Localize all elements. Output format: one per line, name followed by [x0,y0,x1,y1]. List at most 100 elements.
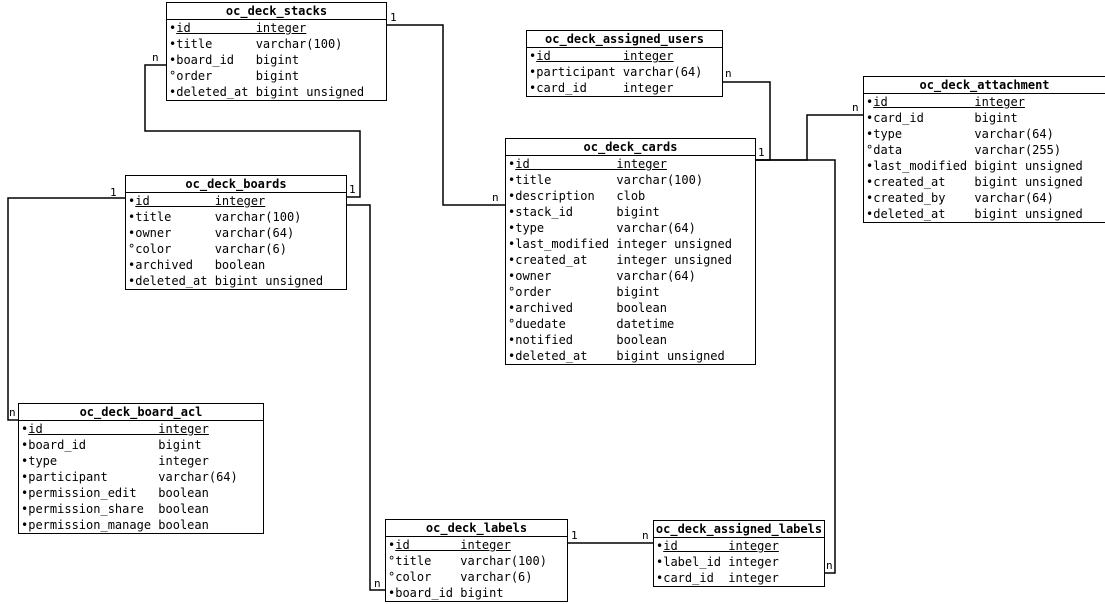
field-row-deleted_at: •deleted_at bigint unsigned [864,206,1105,222]
field-row-permission_edit: •permission_edit boolean [19,485,263,501]
primary-key-field-text: id integer [176,21,307,35]
field-row-archived: •archived boolean [506,300,755,316]
cardinality-label: n [152,51,159,64]
cardinality-label: 1 [571,529,578,542]
field-row-id: •id integer [864,94,1105,110]
field-row-participant: •participant varchar(64) [527,64,722,80]
relationship-line-oc_deck_stacks--oc_deck_cards [387,24,505,206]
table-oc_deck_stacks: oc_deck_stacks•id integer•title varchar(… [166,2,387,101]
cardinality-label: n [492,191,499,204]
required-bullet-icon: • [508,301,516,315]
nullable-bullet-icon: ° [388,570,396,584]
field-row-id: •id integer [19,421,263,437]
primary-key-field-text: id integer [873,95,1025,109]
cardinality-label: n [642,529,649,542]
field-text: card_id integer [536,81,674,95]
table-oc_deck_labels: oc_deck_labels•id integer°title varchar(… [385,519,568,602]
field-text: permission_share boolean [28,502,209,516]
field-row-id: •id integer [654,538,824,554]
field-text: card_id bigint [873,111,1018,125]
required-bullet-icon: • [508,173,516,187]
field-text: deleted_at bigint unsigned [873,207,1083,221]
required-bullet-icon: • [866,127,874,141]
table-oc_deck_assigned_users: oc_deck_assigned_users•id integer•partic… [526,30,723,97]
nullable-bullet-icon: ° [388,554,396,568]
field-row-created_at: •created_at bigint unsigned [864,174,1105,190]
table-oc_deck_assigned_labels: oc_deck_assigned_labels•id integer • label… [653,520,825,587]
required-bullet-icon: • [128,194,136,208]
field-text: participant varchar(64) [536,65,703,79]
nullable-bullet-icon: ° [169,69,177,83]
field-text: order bigint [176,69,300,83]
field-text: notified boolean [515,333,667,347]
field-row-board_id: •board_id bigint [386,585,567,601]
table-title: oc_deck_assigned_users [527,31,722,48]
field-text: label_id integer [663,555,779,569]
table-title: oc_deck_assigned_labels [654,522,824,538]
field-row-deleted_at: •deleted_at bigint unsigned [167,84,386,100]
required-bullet-icon: • [21,438,29,452]
field-row-duedate: °duedate datetime [506,316,755,332]
required-bullet-icon: • [508,189,516,203]
cardinality-label: 1 [110,186,117,199]
primary-key-field-text: id integer [515,157,667,171]
field-row-board_id: •board_id bigint [19,437,263,453]
field-text: deleted_at bigint unsigned [176,85,365,99]
required-bullet-icon: • [128,210,136,224]
field-row-id: •id integer [506,156,755,172]
cardinality-label: n [374,577,381,590]
field-row-archived: •archived boolean [126,257,346,273]
field-text: created_by varchar(64) [873,191,1054,205]
field-text: permission_manage boolean [28,518,209,532]
required-bullet-icon: • [529,49,537,63]
field-text: order bigint [515,285,660,299]
field-row-title: •title varchar(100) [506,172,755,188]
field-row-title: •title varchar(100) [167,36,386,52]
field-row-participant: •participant varchar(64) [19,469,263,485]
field-row-id: •id integer [126,193,346,209]
required-bullet-icon: • [508,269,516,283]
required-bullet-icon: • [21,422,29,436]
field-text: title varchar(100) [515,173,704,187]
field-text: owner varchar(64) [135,226,295,240]
field-text: type varchar(64) [873,127,1054,141]
field-row-stack_id: •stack_id bigint [506,204,755,220]
field-row-order: °order bigint [167,68,386,84]
relationship-line-oc_deck_cards--oc_deck_assigned_labels [756,159,836,574]
field-text: title varchar(100) [395,554,547,568]
field-text: participant varchar(64) [28,470,238,484]
required-bullet-icon: • [21,486,29,500]
field-text: last_modified bigint unsigned [873,159,1083,173]
field-text: archived boolean [515,301,667,315]
required-bullet-icon: • [656,571,664,585]
field-row-last_modified: •last_modified integer unsigned [506,236,755,252]
field-row-type: •type integer [19,453,263,469]
relationship-line-oc_deck_boards--oc_deck_labels [347,204,385,591]
field-row-id: •id integer [386,537,567,553]
nullable-bullet-icon: ° [508,285,516,299]
cardinality-label: n [852,101,859,114]
required-bullet-icon: • [508,205,516,219]
field-text: created_at integer unsigned [515,253,732,267]
required-bullet-icon: • [169,85,177,99]
field-row-card_id: •card_id integer [527,80,722,96]
required-bullet-icon: • [21,470,29,484]
field-row-id: •id integer [527,48,722,64]
relationship-line-oc_deck_boards--oc_deck_stacks [144,64,361,198]
relationship-line-oc_deck_boards--oc_deck_board_acl [7,197,125,421]
required-bullet-icon: • [508,253,516,267]
field-row-owner: •owner varchar(64) [126,225,346,241]
required-bullet-icon: • [866,95,874,109]
field-row-permission_share: •permission_share boolean [19,501,263,517]
nullable-bullet-icon: ° [508,317,516,331]
required-bullet-icon: • [866,207,874,221]
required-bullet-icon: • [21,518,29,532]
field-row-notified: •notified boolean [506,332,755,348]
cardinality-label: n [725,67,732,80]
field-row-type: •type varchar(64) [506,220,755,236]
required-bullet-icon: • [169,21,177,35]
table-oc_deck_cards: oc_deck_cards•id integer•title varchar(1… [505,138,756,365]
required-bullet-icon: • [529,65,537,79]
